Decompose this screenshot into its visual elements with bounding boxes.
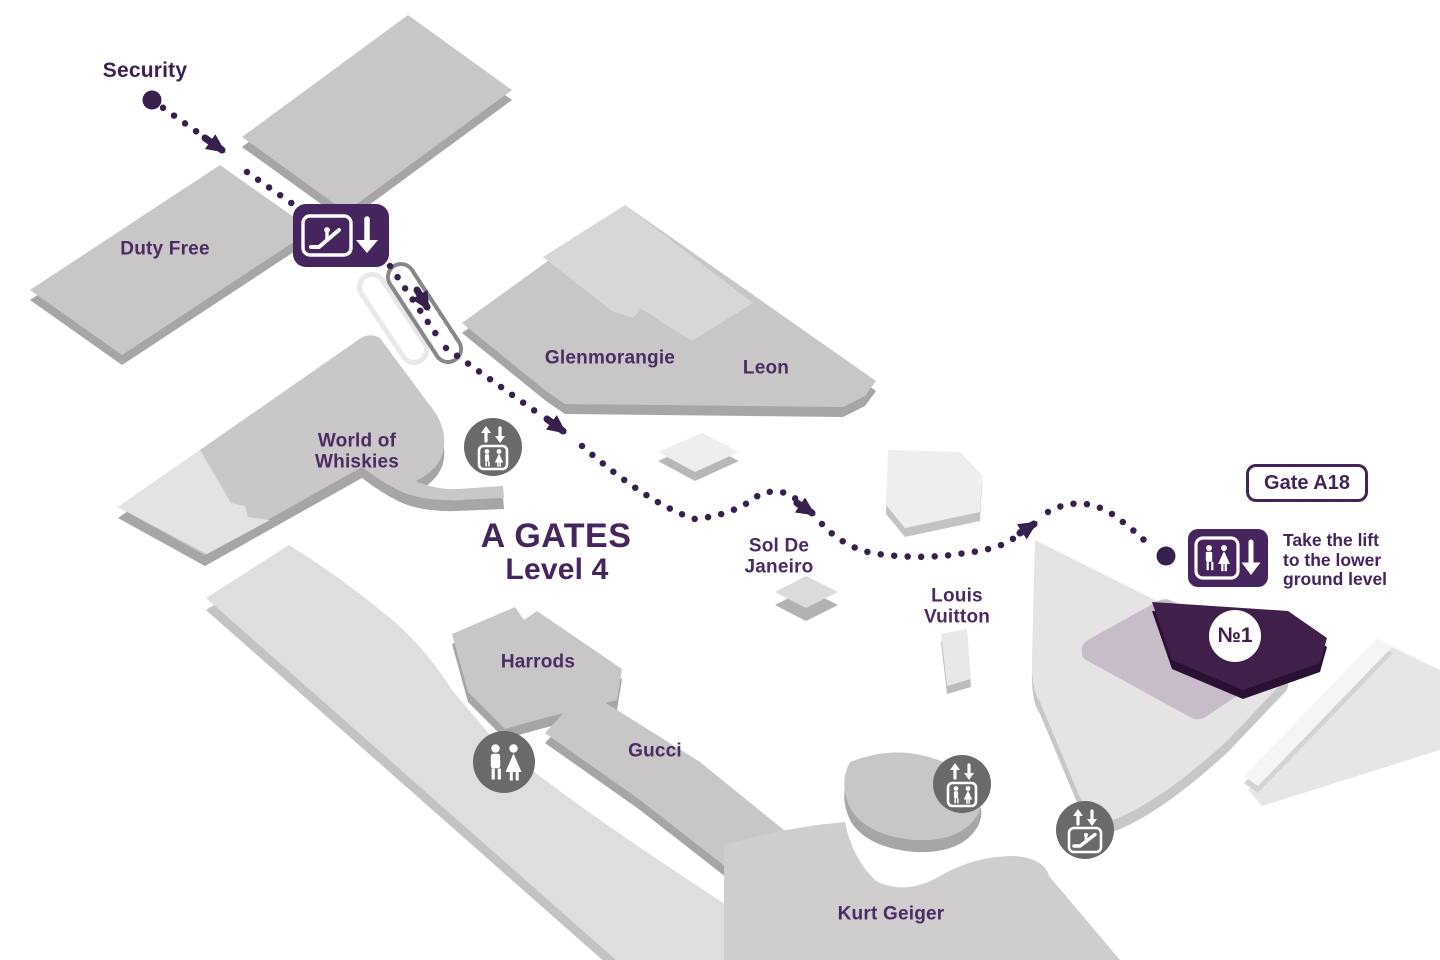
lift-down-sign	[1188, 529, 1268, 587]
lift-icon-kurt-geiger	[933, 755, 991, 818]
escalator-down-icon	[301, 214, 378, 257]
glenmorangie-leon-block	[462, 205, 876, 417]
toilets-icon	[473, 731, 535, 798]
top-block	[242, 15, 512, 222]
right-rail	[1244, 638, 1440, 806]
harrods-label: Harrods	[500, 651, 576, 673]
route-arrows	[201, 134, 1038, 540]
duty-free-label: Duty Free	[120, 238, 210, 260]
route-end-dot	[1156, 546, 1176, 566]
escalator-icon-lower	[1056, 801, 1114, 864]
louis-vuitton-label: Louis Vuitton	[923, 585, 991, 628]
duty-free-block	[30, 165, 312, 365]
security-label: Security	[102, 59, 188, 83]
area-subtitle: Level 4	[505, 553, 609, 587]
gate-a18-badge: Gate A18	[1246, 464, 1368, 502]
escalator-down-sign	[293, 204, 389, 267]
kurt-geiger-label: Kurt Geiger	[837, 903, 945, 925]
lift-icon-world-of-whiskies	[464, 418, 522, 481]
sol-de-janeiro-label: Sol De Janeiro	[744, 535, 814, 578]
lounge-no1-badge: №1	[1209, 610, 1261, 662]
world-of-whiskies-label: World of Whiskies	[315, 430, 399, 473]
leon-label: Leon	[742, 357, 790, 379]
centre-block	[658, 433, 739, 481]
glenmorangie-label: Glenmorangie	[544, 347, 676, 369]
world-of-whiskies-block	[118, 335, 504, 566]
area-title: A GATES	[480, 516, 632, 555]
escalator-graphic	[357, 262, 463, 365]
gucci-label: Gucci	[628, 740, 682, 762]
route-start-dot	[142, 90, 162, 110]
lift-instruction: Take the lift to the lower ground level	[1283, 530, 1388, 590]
louis-vuitton-blocks	[886, 450, 982, 694]
lift-down-icon	[1194, 536, 1261, 580]
sol-de-janeiro-block	[775, 576, 838, 621]
route-path	[148, 96, 1151, 560]
